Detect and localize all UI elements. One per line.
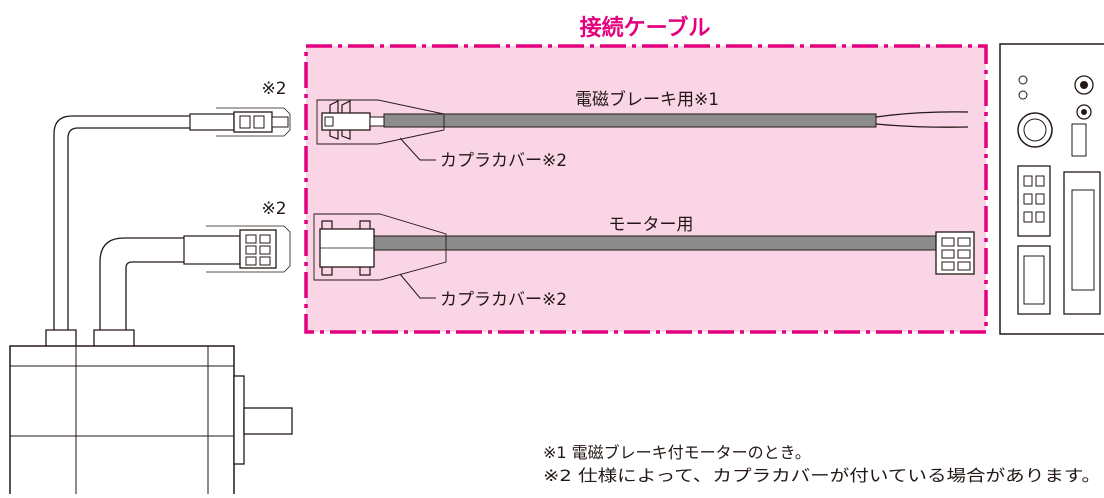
- driver: [999, 43, 1104, 335]
- coupler-cover-label-2: カプラカバー※2: [440, 290, 567, 310]
- motor-power-lead: [99, 225, 291, 330]
- driver-motor-port: [1017, 165, 1051, 237]
- motor-grommet-left: [45, 329, 77, 346]
- coupler-cover-label-1: カプラカバー※2: [440, 151, 567, 171]
- coupler-cover-outline: [313, 213, 447, 281]
- motor-cable: [313, 213, 975, 299]
- motor-cable-body: [373, 235, 937, 251]
- brake-cable-body: [383, 113, 877, 128]
- motor-brake-lead: [53, 107, 291, 330]
- brake-cable-label: 電磁ブレーキ用※1: [575, 89, 719, 110]
- leader-line: [399, 137, 436, 161]
- motor-shaft: [243, 407, 293, 435]
- brake-wire-2: [875, 123, 969, 128]
- ref-mark-mid: ※2: [261, 199, 286, 219]
- driver-power-port: [1017, 245, 1051, 315]
- motor: [9, 345, 293, 498]
- leader-line: [399, 273, 436, 299]
- footnote-1: ※1 電磁ブレーキ付モーターのとき。: [543, 443, 811, 462]
- brake-cable: [316, 99, 969, 161]
- coupler-cover-outline: [316, 99, 445, 145]
- connection-cable-region: [304, 44, 988, 334]
- footnote-2: ※2 仕様によって、カプラカバーが付いている場合があります。: [543, 466, 1101, 485]
- motor-grommet-right: [93, 329, 135, 346]
- diagram-title: 接続ケーブル: [580, 15, 711, 41]
- ref-mark-top: ※2: [261, 79, 286, 99]
- motor-cable-label: モーター用: [609, 215, 694, 235]
- brake-connector: [321, 100, 385, 140]
- brake-wire-1: [875, 111, 969, 118]
- motor-connector-right: [935, 231, 975, 275]
- motor-connector-left: [319, 220, 375, 276]
